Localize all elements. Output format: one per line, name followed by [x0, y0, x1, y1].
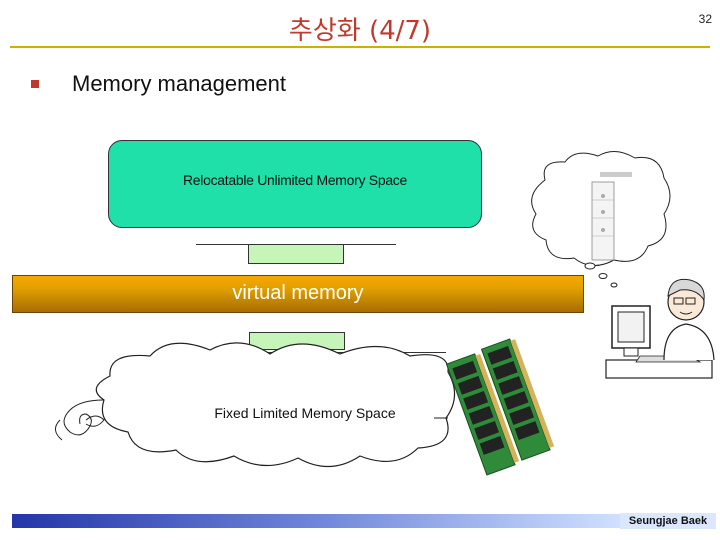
ram-modules-icon: [445, 338, 555, 476]
footer-bar: [12, 514, 620, 528]
fixed-memory-cloud: [55, 342, 456, 468]
relocatable-memory-label: Relocatable Unlimited Memory Space: [182, 172, 407, 188]
virtual-memory-label: virtual memory: [232, 282, 364, 304]
virtual-memory-bar: [12, 275, 584, 313]
relocatable-memory-box: [108, 140, 482, 228]
slide-title: 추상화 (4/7): [288, 16, 432, 46]
page-number: 32: [698, 12, 712, 26]
bullet-text: Memory management: [72, 71, 286, 96]
thought-cloud-icon: [531, 151, 671, 288]
bullet-square-icon: [31, 80, 39, 88]
fixed-memory-label: Fixed Limited Memory Space: [214, 405, 396, 421]
footer-author: Seungjae Baek: [620, 513, 716, 529]
programmer-at-computer-icon: [605, 278, 715, 379]
upper-connector-box: [248, 244, 344, 264]
title-divider: [10, 46, 710, 48]
